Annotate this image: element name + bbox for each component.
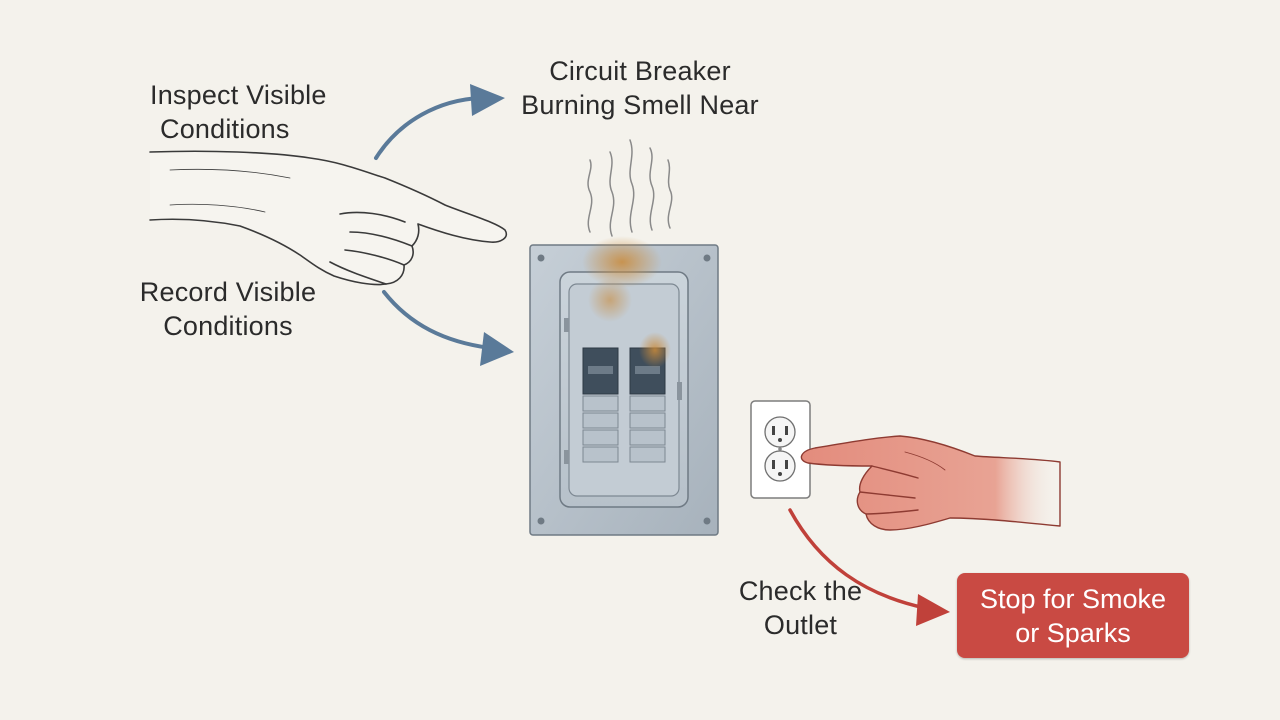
label-line: Stop for Smoke [979,583,1167,614]
label-line: or Sparks [1015,617,1131,648]
label-line: Outlet [763,610,838,640]
pointing-hand-icon [149,150,508,286]
label-line: Check the [738,576,863,606]
label-line: Burning Smell Near [521,90,759,120]
arrow-to-stop [788,508,950,626]
record-visible-conditions-label: Record Visible Conditions [128,275,328,343]
check-the-outlet-label: Check the Outlet [728,574,873,642]
inspect-visible-conditions-label: Inspect Visible Conditions [150,78,350,146]
stop-for-smoke-or-sparks-box: Stop for Smoke or Sparks [957,573,1189,658]
outlet-icon [750,400,811,499]
circuit-breaker-burning-smell-label: Circuit Breaker Burning Smell Near [505,54,775,122]
label-line: Circuit Breaker [549,56,731,86]
breaker-panel-icon [529,236,719,536]
label-line: Record Visible [139,277,317,307]
arrow-to-circuit-breaker [374,84,505,160]
smoke-icon [587,139,673,237]
label-line: Inspect Visible [150,80,327,110]
pointing-hand-icon [800,435,1061,531]
label-line: Conditions [163,311,293,341]
arrow-to-panel [382,290,514,366]
label-line: Conditions [160,114,290,144]
